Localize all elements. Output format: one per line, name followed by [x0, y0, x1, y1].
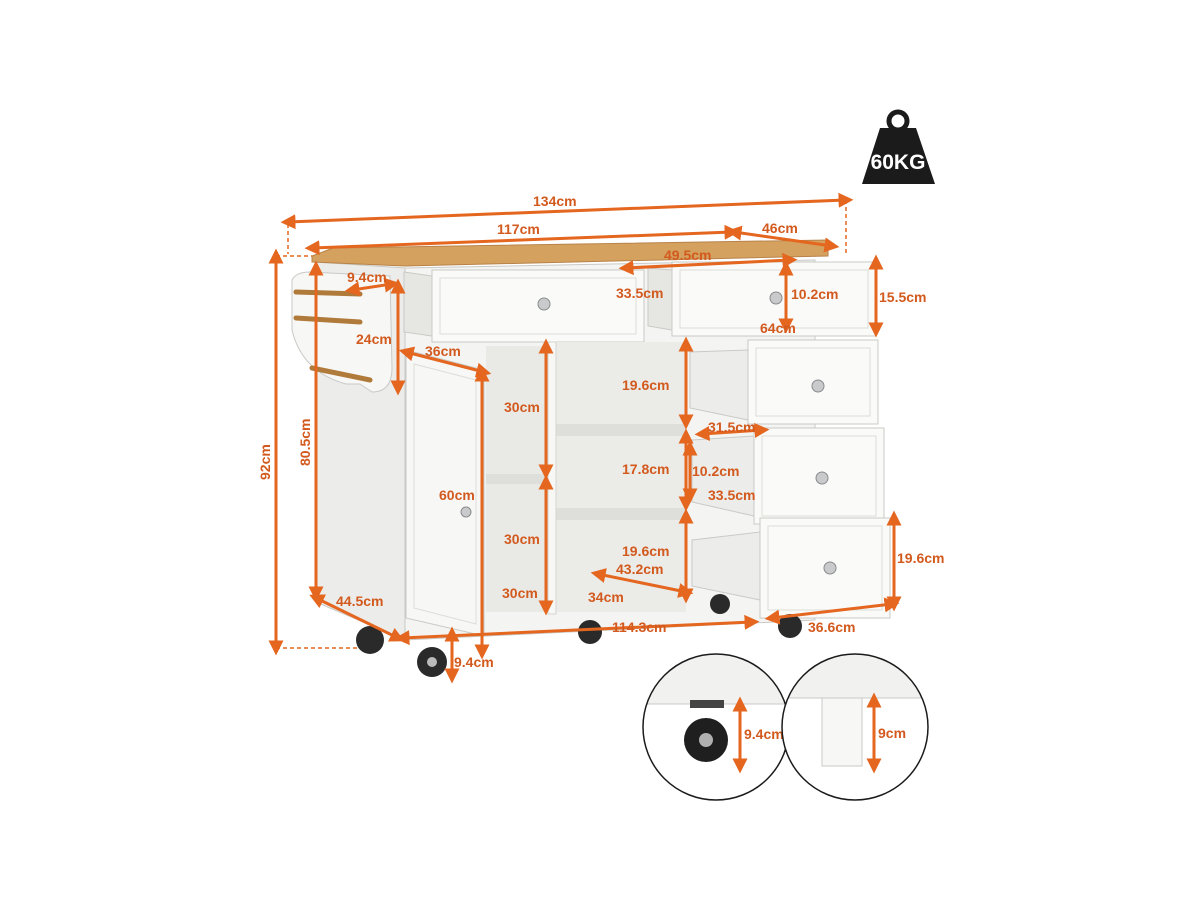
dim-36 [398, 346, 492, 378]
label-33a: 33.5cm [616, 285, 663, 301]
dim-114 [394, 614, 760, 646]
label-15: 15.5cm [879, 289, 926, 305]
label-10b: 10.2cm [692, 463, 739, 479]
label-31: 31.5cm [708, 419, 755, 435]
open-shelves [486, 341, 686, 615]
label-30b: 30cm [504, 531, 540, 547]
weight-icon [862, 128, 935, 184]
label-inset-leg: 9cm [878, 725, 906, 741]
knob [537, 297, 551, 311]
inset-cabinet [782, 654, 928, 699]
weight-ring [886, 109, 910, 133]
label-36-6: 36.6cm [808, 619, 855, 635]
divider [547, 341, 557, 615]
label-19c: 19.6cm [897, 550, 944, 566]
dim-9-4-rack [344, 277, 400, 297]
dim-36-6 [764, 597, 900, 625]
drawer-panel [439, 277, 637, 335]
label-44: 44.5cm [336, 593, 383, 609]
dim-43 [590, 568, 694, 598]
label-34: 34cm [588, 589, 624, 605]
dim-49 [618, 252, 798, 276]
right-drawer-2 [691, 427, 885, 525]
rack-bar-2 [293, 315, 363, 325]
label-43: 43.2cm [616, 561, 663, 577]
cabinet [291, 239, 891, 677]
caster-hub-large [699, 733, 713, 747]
label-49: 49.5cm [664, 247, 711, 263]
knob [811, 379, 825, 393]
label-114: 114.3cm [612, 619, 667, 635]
leg [821, 697, 863, 767]
label-inset-caster: 9.4cm [744, 726, 784, 742]
caster-wheel [710, 594, 730, 614]
inset-caster: 9.4cm [642, 653, 790, 801]
inset-cabinet [643, 654, 789, 705]
label-10a: 10.2cm [791, 286, 838, 302]
dim-117 [304, 224, 740, 256]
label-33b: 33.5cm [708, 487, 755, 503]
label-19a: 19.6cm [622, 377, 669, 393]
label-36: 36cm [425, 343, 461, 359]
shelf-right-2 [556, 508, 686, 520]
drawer-panel [761, 435, 877, 517]
caster-plate [690, 700, 724, 708]
label-46: 46cm [762, 220, 798, 236]
caster-hub [427, 657, 437, 667]
dim-134 [280, 192, 854, 230]
shelf-right-1 [556, 424, 686, 436]
rack-bar-1 [293, 289, 363, 297]
label-134: 134cm [533, 193, 577, 209]
door-knob [460, 506, 472, 518]
caster-wheel [578, 620, 602, 644]
right-drawer-1 [689, 339, 879, 425]
knob [823, 561, 837, 575]
shelf-left-mid [486, 474, 548, 484]
top-drawer-left [403, 269, 645, 343]
drawer-panel [755, 347, 871, 417]
knob [769, 291, 783, 305]
inset-leg: 9cm [781, 653, 929, 801]
dimension-labels: 134cm 117cm 46cm 49.5cm 33.5cm 10.2cm 15… [257, 193, 944, 670]
inset-border [781, 653, 929, 801]
label-117: 117cm [497, 221, 540, 237]
label-19b: 19.6cm [622, 543, 669, 559]
shelf-right-back [556, 342, 686, 612]
dimension-lines [268, 192, 902, 684]
label-24: 24cm [356, 331, 392, 347]
label-64: 64cm [760, 320, 796, 336]
label-80: 80.5cm [297, 419, 313, 466]
dim-44 [309, 594, 405, 642]
label-9-4-caster: 9.4cm [454, 654, 494, 670]
weight-label: 60KG [871, 151, 926, 174]
label-17: 17.8cm [622, 461, 669, 477]
label-92: 92cm [257, 444, 273, 480]
drawer-box [403, 271, 433, 337]
dim-46 [726, 225, 840, 253]
dim-31 [694, 423, 770, 441]
label-9-4-rack: 9.4cm [347, 269, 387, 285]
label-30c: 30cm [502, 585, 538, 601]
knob [815, 471, 829, 485]
weight-badge: 60KG [862, 109, 935, 184]
label-30a: 30cm [504, 399, 540, 415]
label-60: 60cm [439, 487, 475, 503]
drawer-box [689, 349, 749, 421]
